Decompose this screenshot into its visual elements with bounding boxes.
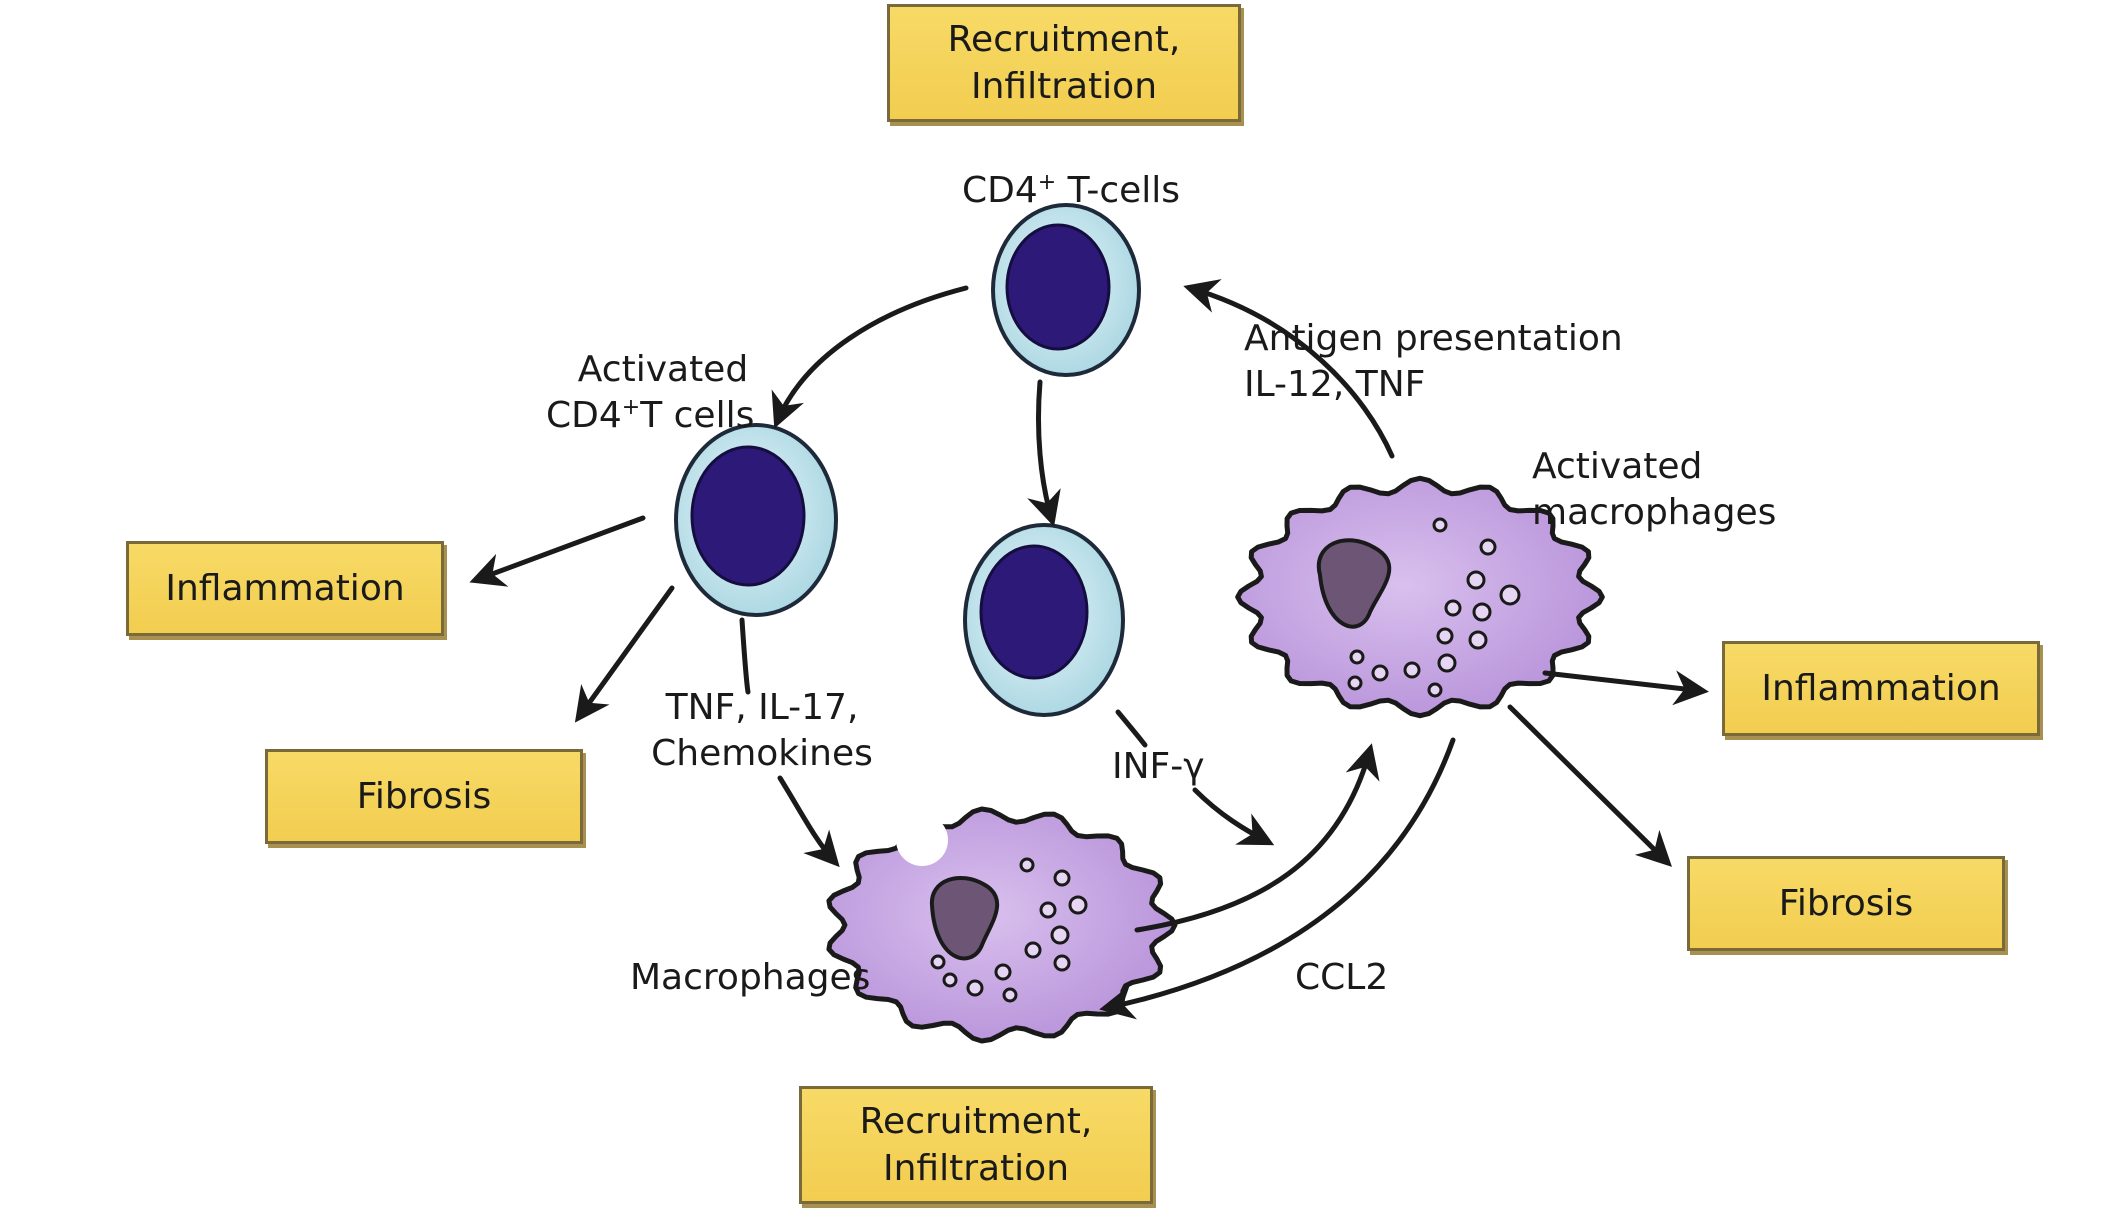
label-activated-macrophages: Activated macrophages	[1532, 446, 1777, 533]
arrow-macro-to-activated	[1134, 743, 1380, 933]
arrow-tnf-lower	[777, 775, 840, 868]
label-tnf-il17: TNF, IL-17, Chemokines	[651, 687, 873, 774]
arrow-left-inflammation	[469, 515, 646, 587]
arrow-right-inflammation	[1542, 670, 1709, 706]
arrow-inf-upper	[1115, 709, 1148, 748]
arrow-inf-lower	[1192, 787, 1275, 846]
label-cd4-tcells: CD4+ T-cells	[962, 170, 1181, 211]
tcell-activated	[674, 423, 838, 617]
arrow-ccl2	[1099, 737, 1456, 1020]
macrophage	[826, 806, 1178, 1044]
tcell-top	[991, 203, 1141, 377]
label-macrophages: Macrophages	[630, 957, 871, 998]
label-antigen-presentation: Antigen presentation IL-12, TNF	[1244, 318, 1623, 405]
box-left-inflammation: Inflammation	[126, 541, 444, 636]
arrow-tnf-upper	[739, 617, 751, 695]
tcell-middle	[963, 523, 1125, 717]
box-top-recruitment: Recruitment, Infiltration	[887, 4, 1241, 122]
arrow-antigen	[1183, 279, 1395, 459]
arrow-to-middle	[1027, 379, 1061, 527]
arrow-to-activated	[771, 285, 969, 429]
label-inf-gamma: INF-γ	[1112, 746, 1205, 787]
macrophage-activated	[1235, 475, 1605, 719]
box-right-fibrosis: Fibrosis	[1687, 856, 2005, 951]
label-ccl2: CCL2	[1295, 957, 1389, 998]
arrow-left-fibrosis	[574, 585, 675, 723]
label-activated-cd4: Activated CD4+T cells	[546, 349, 755, 436]
box-right-inflammation: Inflammation	[1722, 641, 2040, 736]
box-bottom-recruitment: Recruitment, Infiltration	[799, 1086, 1153, 1204]
arrow-right-fibrosis	[1507, 704, 1672, 867]
box-left-fibrosis: Fibrosis	[265, 749, 583, 844]
